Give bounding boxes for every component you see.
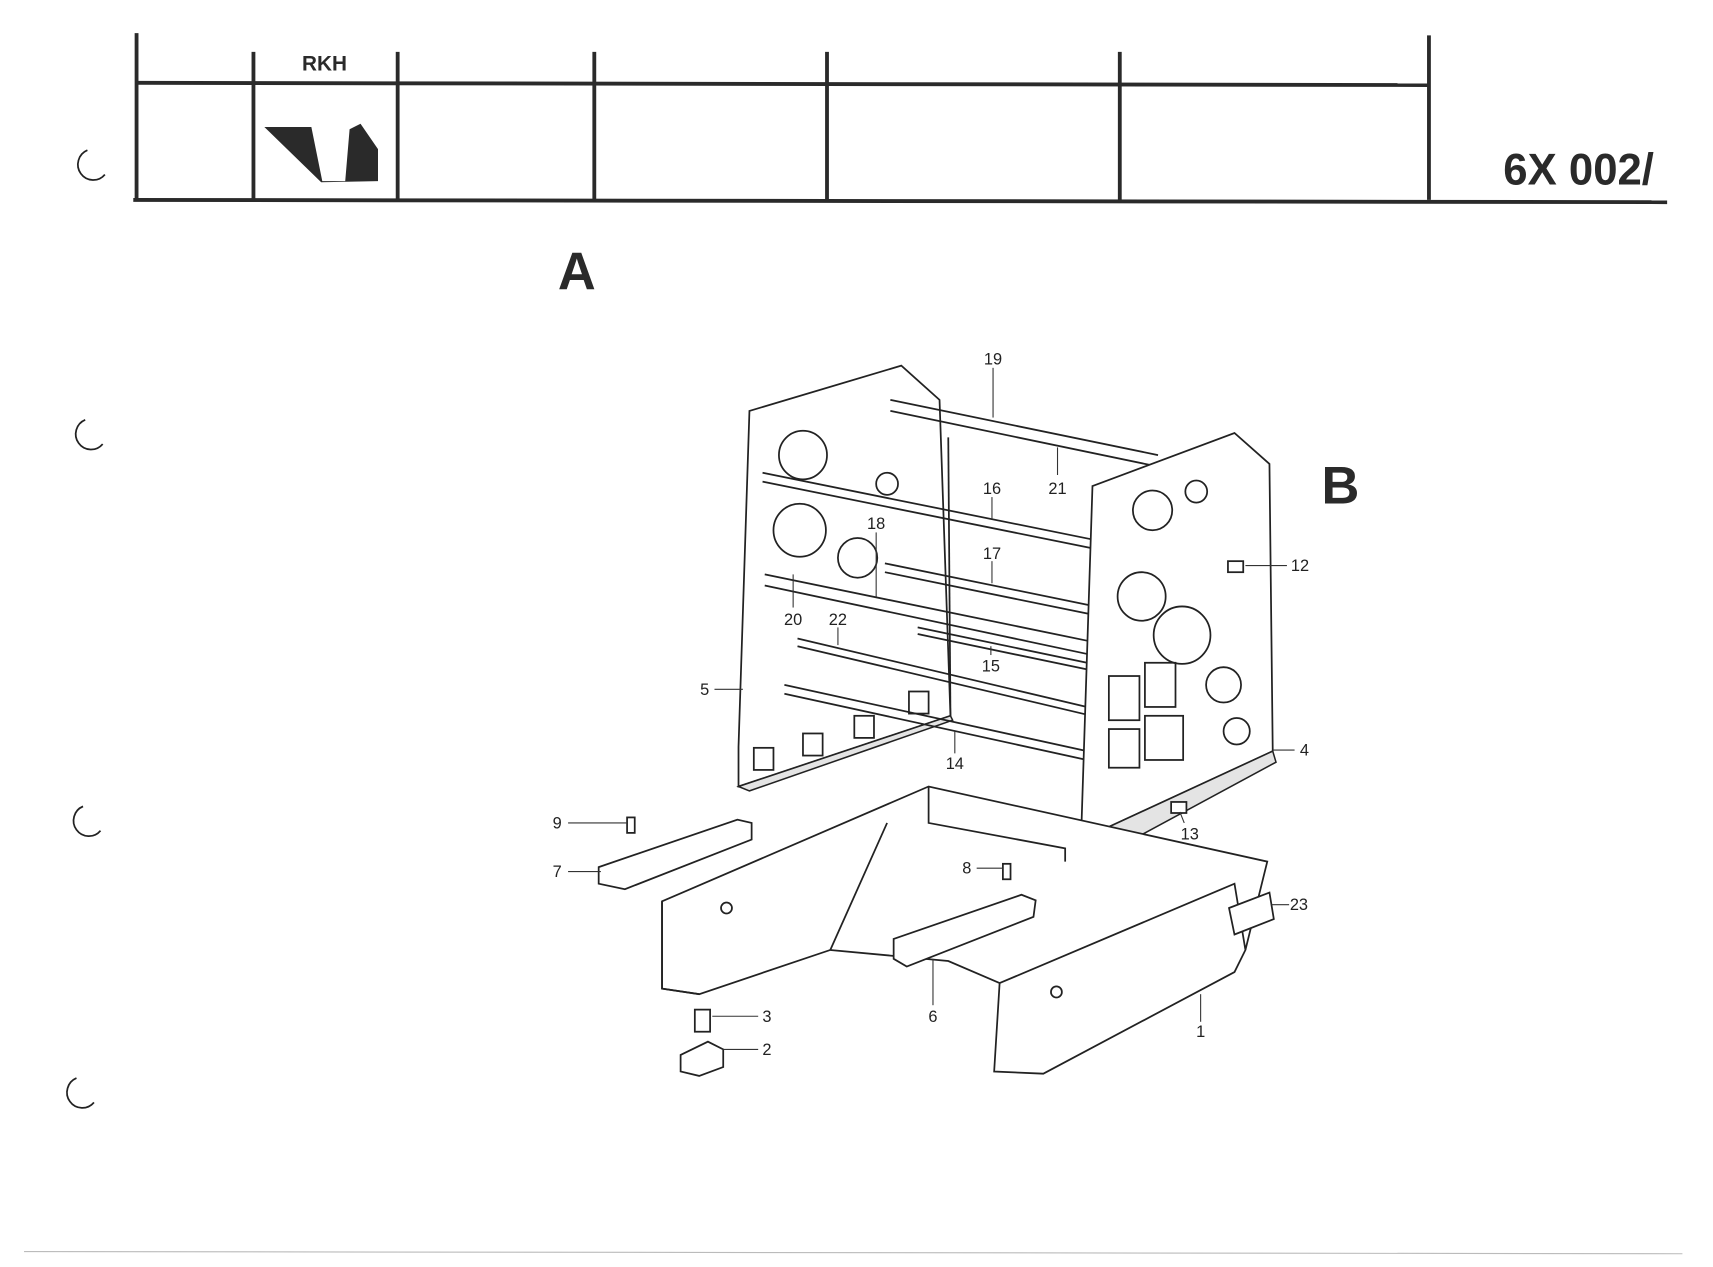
page-edge: [24, 1250, 1683, 1255]
callout-21: 21: [1048, 480, 1066, 498]
callout-20: 20: [784, 611, 802, 629]
callout-2: 2: [762, 1041, 771, 1059]
view-label-a: A: [558, 242, 596, 301]
callouts: 1 2 3 4 5 6 7 8 9 12 13 14 15 16 17 18 1…: [553, 350, 1310, 1058]
callout-19: 19: [984, 350, 1002, 368]
title-block: RKH 6X 002/: [133, 33, 1668, 205]
stud-13: [1170, 801, 1188, 814]
header-cell-text: RKH: [302, 53, 347, 76]
callout-4: 4: [1300, 741, 1309, 759]
leader-lines: [568, 367, 1295, 1050]
screw-3: [693, 1008, 711, 1033]
callout-7: 7: [553, 863, 562, 881]
stud-12: [1227, 560, 1245, 574]
callout-8: 8: [962, 860, 971, 878]
callout-14: 14: [946, 755, 964, 773]
bolt-9: [626, 816, 636, 834]
machine-frame: [597, 364, 1277, 1077]
callout-13: 13: [1181, 825, 1199, 843]
callout-12: 12: [1291, 557, 1309, 575]
callout-6: 6: [928, 1008, 937, 1026]
callout-15: 15: [982, 658, 1000, 676]
callout-1: 1: [1196, 1023, 1205, 1041]
pad-23: [1228, 891, 1275, 936]
callout-5: 5: [700, 681, 709, 699]
callout-17: 17: [983, 545, 1001, 563]
bolt-8: [1002, 862, 1012, 881]
callout-16: 16: [983, 480, 1001, 498]
callout-9: 9: [553, 814, 562, 832]
rail-6: [892, 893, 1037, 968]
callout-23: 23: [1290, 896, 1308, 914]
foot-block-2: [679, 1040, 725, 1077]
view-label-b: B: [1322, 456, 1360, 515]
company-logo: [264, 123, 378, 183]
binder-holes: [66, 149, 106, 1109]
drawing-number: 6X 002/: [1503, 145, 1654, 194]
callout-3: 3: [762, 1008, 771, 1026]
callout-22: 22: [829, 611, 847, 629]
callout-18: 18: [867, 515, 885, 533]
rail-7: [597, 818, 753, 891]
